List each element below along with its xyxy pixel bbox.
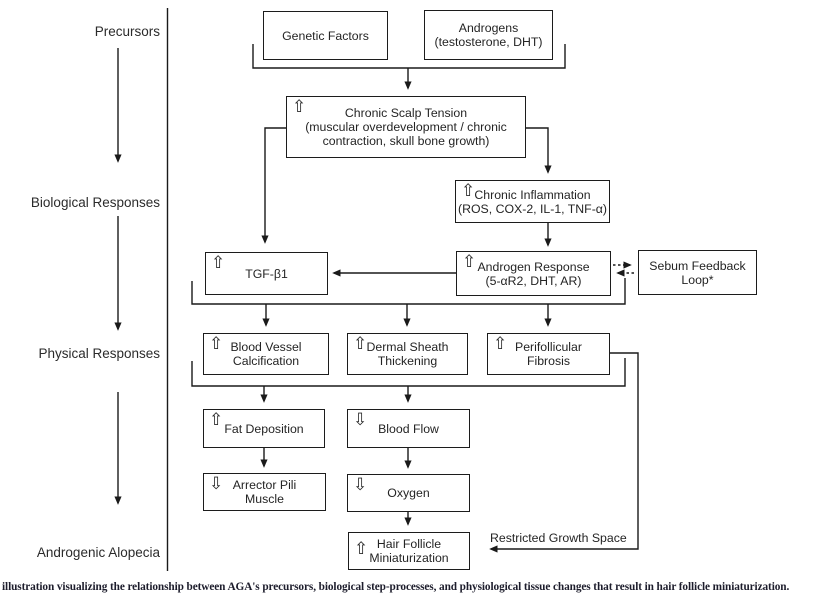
node-label: Androgens <box>458 21 519 35</box>
node-oxygen: ⇩ Oxygen <box>347 474 470 512</box>
node-tgf-b1: ⇧ TGF-β1 <box>205 252 328 295</box>
up-arrow-icon: ⇧ <box>461 181 476 201</box>
up-arrow-icon: ⇧ <box>462 252 477 272</box>
node-label: Fat Deposition <box>224 421 304 436</box>
node-label: Perifollicular <box>515 340 582 354</box>
node-sublabel: (ROS, COX-2, IL-1, TNF-α) <box>458 201 607 216</box>
node-label: TGF-β1 <box>245 266 288 281</box>
node-sublabel: (5-αR2, DHT, AR) <box>485 273 582 288</box>
node-label: Miniaturization <box>369 551 449 565</box>
stage-label-precursors: Precursors <box>94 24 160 39</box>
node-blood-vessel-calcification: ⇧ Blood Vessel Calcification <box>203 333 329 375</box>
node-label: Hair Follicle <box>376 537 442 551</box>
up-arrow-icon: ⇧ <box>353 334 368 354</box>
node-label: Blood Flow <box>378 421 439 436</box>
node-sublabel: (muscular overdevelopment / chronic <box>305 120 507 134</box>
node-label: Androgen Response <box>477 259 590 274</box>
node-label: Arrector Pili <box>232 478 297 492</box>
arrow-fibrosis-to-miniaturization <box>489 352 639 553</box>
node-label: Genetic Factors <box>282 28 369 43</box>
node-fat-deposition: ⇧ Fat Deposition <box>203 409 325 448</box>
up-arrow-icon: ⇧ <box>209 334 224 354</box>
node-label: Loop* <box>681 272 714 287</box>
node-perifollicular-fibrosis: ⇧ Perifollicular Fibrosis <box>487 333 610 375</box>
node-sublabel: contraction, skull bone growth) <box>322 134 490 148</box>
arrow-scalp-to-inflammation <box>526 127 552 174</box>
node-hair-follicle-miniaturization: ⇧ Hair Follicle Miniaturization <box>348 532 470 570</box>
node-label: Oxygen <box>387 486 430 500</box>
node-label: Dermal Sheath <box>366 340 449 354</box>
node-label: Sebum Feedback <box>649 258 746 273</box>
node-sebum-feedback-loop: Sebum Feedback Loop* <box>638 250 757 295</box>
stage-label-androgenic-alopecia: Androgenic Alopecia <box>36 545 160 560</box>
restricted-growth-space-label: Restricted Growth Space <box>490 531 627 545</box>
node-androgens: Androgens (testosterone, DHT) <box>424 10 553 60</box>
node-label: Fibrosis <box>526 354 571 368</box>
node-arrector-pili-muscle: ⇩ Arrector Pili Muscle <box>203 473 326 511</box>
stage-label-physical-responses: Physical Responses <box>38 346 160 361</box>
node-genetic-factors: Genetic Factors <box>263 11 388 60</box>
node-label: Blood Vessel <box>230 340 302 354</box>
stage-label-biological-responses: Biological Responses <box>30 195 160 210</box>
node-label: Chronic Inflammation <box>474 187 591 202</box>
node-label: Thickening <box>377 354 438 368</box>
down-arrow-icon: ⇩ <box>209 474 224 494</box>
node-dermal-sheath-thickening: ⇧ Dermal Sheath Thickening <box>347 333 468 375</box>
biological-bracket <box>191 278 626 305</box>
up-arrow-icon: ⇧ <box>211 253 226 273</box>
node-blood-flow: ⇩ Blood Flow <box>347 409 470 448</box>
down-arrow-icon: ⇩ <box>353 475 368 495</box>
node-label: Chronic Scalp Tension <box>344 106 468 120</box>
arrow-scalp-to-tgf <box>261 127 286 244</box>
node-chronic-inflammation: ⇧ Chronic Inflammation (ROS, COX-2, IL-1… <box>455 180 610 223</box>
figure-caption: illustration visualizing the relationshi… <box>2 581 790 593</box>
node-sublabel: (testosterone, DHT) <box>434 35 543 49</box>
down-arrow-icon: ⇩ <box>353 410 368 430</box>
node-chronic-scalp-tension: ⇧ Chronic Scalp Tension (muscular overde… <box>286 96 526 158</box>
node-androgen-response: ⇧ Androgen Response (5-αR2, DHT, AR) <box>456 251 611 296</box>
up-arrow-icon: ⇧ <box>292 97 307 117</box>
node-label: Muscle <box>245 492 284 506</box>
up-arrow-icon: ⇧ <box>354 539 369 559</box>
node-label: Calcification <box>232 354 300 368</box>
precursor-bracket <box>252 44 566 69</box>
up-arrow-icon: ⇧ <box>493 334 508 354</box>
up-arrow-icon: ⇧ <box>209 410 224 430</box>
